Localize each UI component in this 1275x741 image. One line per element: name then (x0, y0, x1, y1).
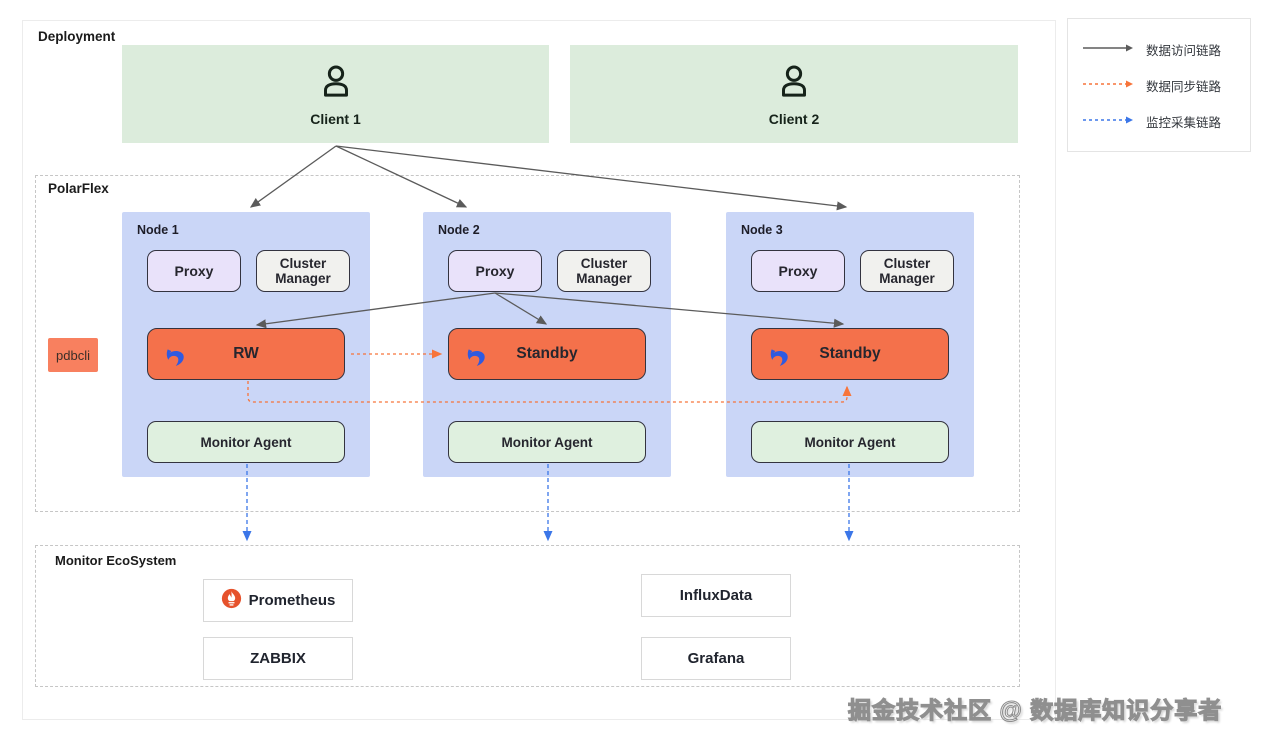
node-1-rw: RW (147, 328, 345, 380)
node-3-label: Node 3 (741, 223, 783, 237)
user-icon (315, 61, 357, 108)
monitor-ecosystem-box (35, 545, 1020, 687)
node-2-cluster-manager: Cluster Manager (557, 250, 651, 292)
node-1-db-label: RW (233, 345, 259, 362)
prometheus-label: Prometheus (248, 592, 336, 609)
node-3-db-label: Standby (819, 345, 881, 362)
node-1-cluster-manager: Cluster Manager (256, 250, 350, 292)
pdbcli-box: pdbcli (48, 338, 98, 372)
client-1-label: Client 1 (310, 111, 361, 127)
legend-item-sync-link: 数据同步链路 (1082, 76, 1236, 95)
polardb-logo-icon (464, 342, 491, 374)
legend-label: 数据访问链路 (1146, 43, 1222, 58)
deployment-label: Deployment (38, 29, 116, 44)
node-3-standby: Standby (751, 328, 949, 380)
solid-arrow-icon (1082, 40, 1134, 58)
dashed-orange-arrow-icon (1082, 76, 1134, 94)
node-3-monitor-agent: Monitor Agent (751, 421, 949, 463)
legend-panel: 数据访问链路 数据同步链路 监控采集链路 (1067, 18, 1251, 152)
node-3-proxy: Proxy (751, 250, 845, 292)
dashed-blue-arrow-icon (1082, 112, 1134, 130)
monitor-ecosystem-label: Monitor EcoSystem (55, 553, 177, 568)
client-2-box: Client 2 (570, 45, 1018, 143)
node-1-label: Node 1 (137, 223, 179, 237)
node-1: Node 1 Proxy Cluster Manager RW Monitor … (122, 212, 370, 477)
node-1-proxy: Proxy (147, 250, 241, 292)
node-2-proxy: Proxy (448, 250, 542, 292)
node-2-standby: Standby (448, 328, 646, 380)
node-2-label: Node 2 (438, 223, 480, 237)
grafana-box: Grafana (641, 637, 791, 680)
prometheus-icon (221, 588, 242, 613)
watermark-text: 掘金技术社区 @ 数据库知识分享者 (847, 696, 1223, 723)
node-3: Node 3 Proxy Cluster Manager Standby Mon… (726, 212, 974, 477)
user-icon (773, 61, 815, 108)
node-2-db-label: Standby (516, 345, 578, 362)
legend-label: 数据同步链路 (1146, 79, 1222, 94)
legend-item-monitor-link: 监控采集链路 (1082, 112, 1236, 131)
client-1-box: Client 1 (122, 45, 549, 143)
legend-item-access-link: 数据访问链路 (1082, 40, 1236, 59)
node-2: Node 2 Proxy Cluster Manager Standby Mon… (423, 212, 671, 477)
zabbix-box: ZABBIX (203, 637, 353, 680)
node-3-cluster-manager: Cluster Manager (860, 250, 954, 292)
node-2-monitor-agent: Monitor Agent (448, 421, 646, 463)
influxdata-box: InfluxData (641, 574, 791, 617)
prometheus-box: Prometheus (203, 579, 353, 622)
client-2-label: Client 2 (768, 111, 820, 127)
legend-label: 监控采集链路 (1146, 115, 1222, 130)
node-1-monitor-agent: Monitor Agent (147, 421, 345, 463)
polardb-logo-icon (767, 342, 794, 374)
polardb-logo-icon (163, 342, 190, 374)
polarflex-label: PolarFlex (48, 181, 109, 196)
